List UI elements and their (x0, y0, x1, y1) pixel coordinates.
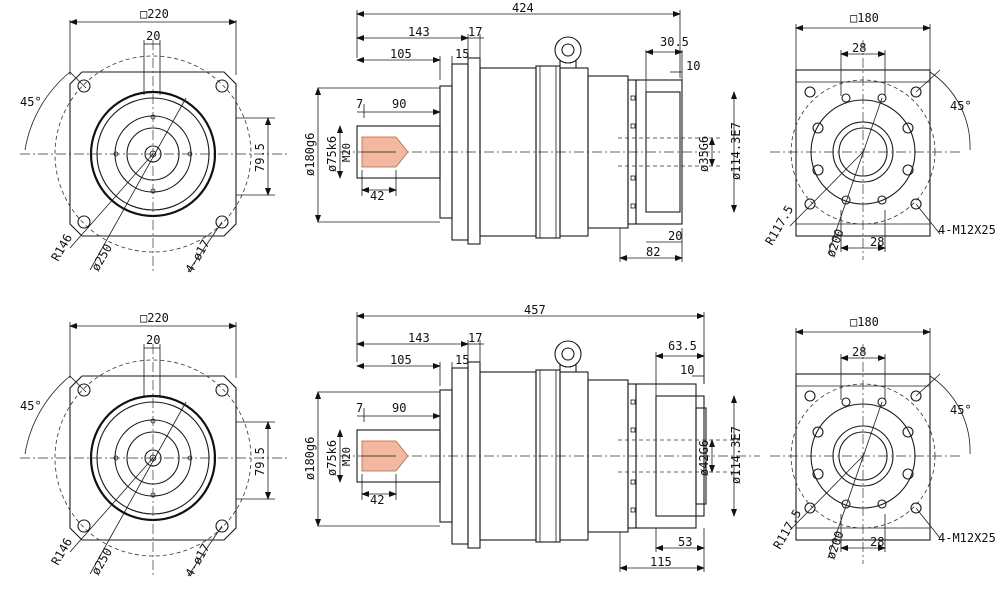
front-height-label: 79.5 (253, 447, 267, 476)
rear-angle-label: 45° (950, 403, 972, 417)
front-square-label: □220 (140, 7, 169, 21)
side-out-115-label: 115 (650, 555, 672, 569)
side-out-pilot-dia-label: ø114.3E7 (729, 122, 743, 180)
side-flange-dia-label: ø180g6 (303, 437, 317, 480)
front-view-bottom: □220 20 45° (20, 311, 290, 580)
front-angle-label: 45° (20, 95, 42, 109)
side-42-label: 42 (370, 493, 384, 507)
rear-holes-label: 4-M12X25 (938, 223, 996, 237)
rear-view-bottom: □180 28 (770, 315, 996, 564)
side-out-10-label: 10 (686, 59, 700, 73)
side-15-label: 15 (455, 47, 469, 61)
rear-28-bottom-label: 28 (870, 535, 884, 549)
side-out-20-label: 20 (668, 229, 682, 243)
front-height-label: 79.5 (253, 143, 267, 172)
rear-view-top: □180 28 (762, 11, 996, 260)
front-holes-label: 4-ø17 (182, 541, 212, 579)
side-out-63-5-label: 63.5 (668, 339, 697, 353)
side-out-10-label: 10 (680, 363, 694, 377)
side-143-label: 143 (408, 331, 430, 345)
side-15-label: 15 (455, 353, 469, 367)
side-105-label: 105 (390, 353, 412, 367)
side-105-label: 105 (390, 47, 412, 61)
side-90-label: 90 (392, 401, 406, 415)
front-angle-label: 45° (20, 399, 42, 413)
rear-pcd-label: ø200 (824, 529, 847, 561)
side-out-pilot-dia-label: ø114.3E7 (729, 426, 743, 484)
side-shaft-dia-label: ø75k6 (325, 440, 339, 476)
front-pcd-label: ø250 (88, 241, 115, 273)
rear-angle-label: 45° (950, 99, 972, 113)
rear-28-bottom-label: 28 (870, 235, 884, 249)
side-90-label: 90 (392, 97, 406, 111)
side-143-label: 143 (408, 25, 430, 39)
side-7-label: 7 (356, 97, 363, 111)
side-shaft-dia-label: ø75k6 (325, 136, 339, 172)
side-17-label: 17 (468, 331, 482, 345)
front-radius-label: R146 (48, 231, 75, 263)
side-out-shaft-dia-label: ø42G6 (697, 440, 711, 476)
side-overall-label: 457 (524, 303, 546, 317)
rear-pcd-label: ø200 (824, 227, 847, 259)
front-radius-label: R146 (48, 535, 75, 567)
front-key-width-label: 20 (146, 333, 160, 347)
side-flange-dia-label: ø180g6 (303, 133, 317, 176)
side-view-top: 424 143 17 105 15 7 90 M20 42 (303, 1, 743, 262)
side-17-label: 17 (468, 25, 482, 39)
side-thread-label: M20 (341, 447, 353, 466)
side-out-shaft-dia-label: ø35G6 (697, 136, 711, 172)
rear-square-label: □180 (850, 11, 879, 25)
side-out-82-label: 82 (646, 245, 660, 259)
front-holes-label: 4-ø17 (182, 237, 212, 275)
front-view-top: □220 20 45° (20, 7, 290, 276)
bottom-row: □220 20 45° (20, 303, 996, 580)
front-square-label: □220 (140, 311, 169, 325)
rear-radius-label: R117.5 (770, 507, 804, 552)
rear-square-label: □180 (850, 315, 879, 329)
side-view-bottom: 457 143 17 105 15 7 90 M20 42 (303, 303, 760, 572)
side-42-label: 42 (370, 189, 384, 203)
front-key-width-label: 20 (146, 29, 160, 43)
top-row: □220 20 45° (20, 1, 996, 276)
front-pcd-label: ø250 (88, 545, 115, 577)
side-out-53-label: 53 (678, 535, 692, 549)
side-out-30-5-label: 30.5 (660, 35, 689, 49)
side-7-label: 7 (356, 401, 363, 415)
rear-28-top-label: 28 (852, 41, 866, 55)
rear-28-top-label: 28 (852, 345, 866, 359)
side-overall-label: 424 (512, 1, 534, 15)
rear-holes-label: 4-M12X25 (938, 531, 996, 545)
side-thread-label: M20 (341, 143, 353, 162)
